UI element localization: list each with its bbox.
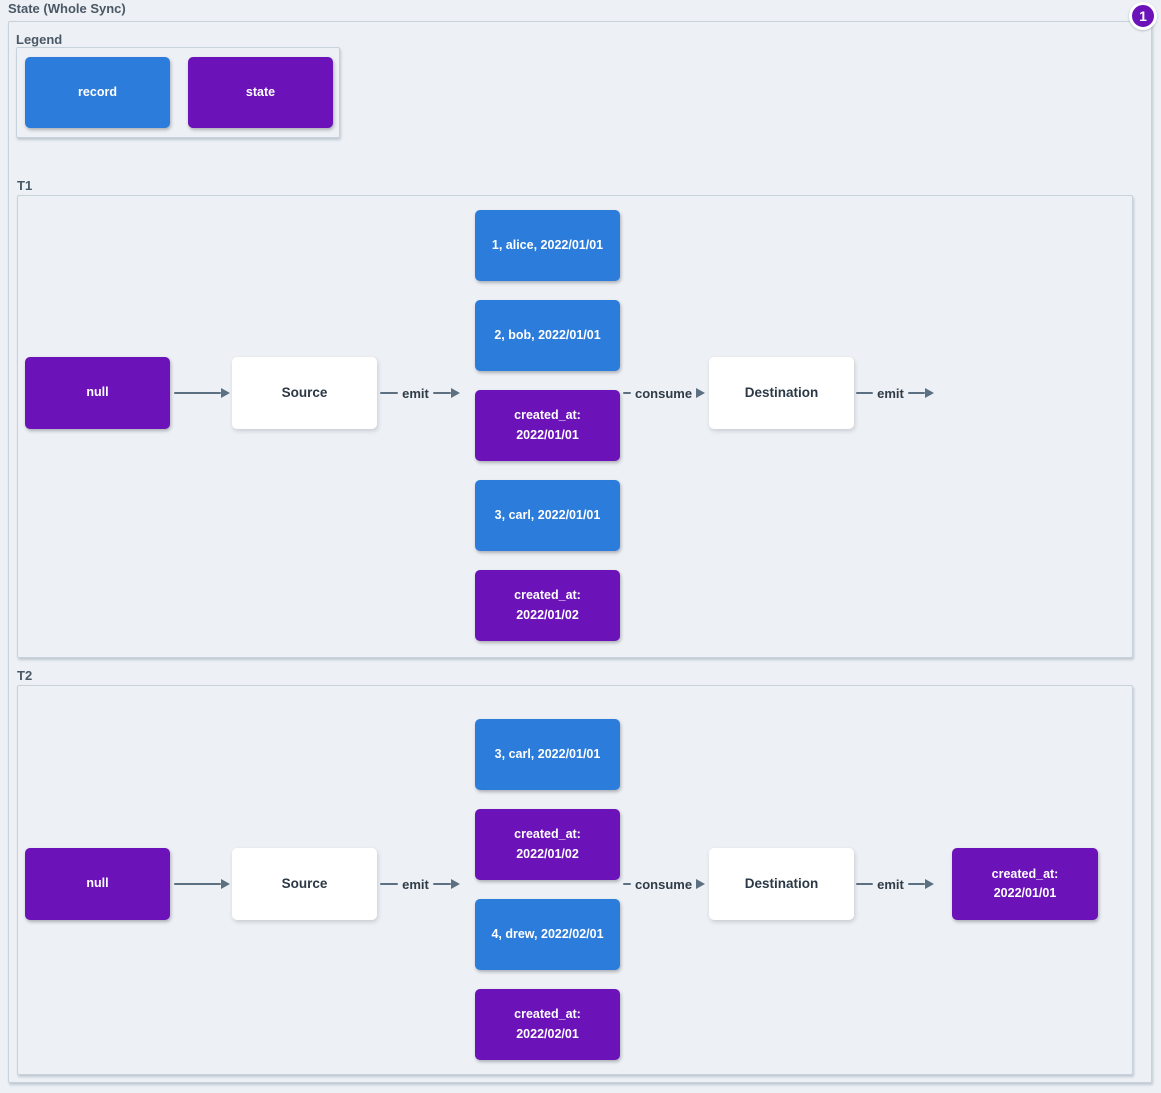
arrow-line [174, 883, 221, 885]
arrow-line [623, 883, 631, 885]
count-badge: 1 [1129, 2, 1157, 30]
arrowhead-icon [221, 879, 230, 889]
arrowhead-icon [696, 388, 706, 398]
arrow-line [432, 392, 452, 394]
t1-destination-emit-arrow: emit [856, 385, 935, 401]
section-t1-label: T1 [17, 178, 33, 193]
t2-destination-node: Destination [709, 848, 854, 920]
arrowhead-icon [925, 879, 935, 889]
t2-source-emit-arrow: emit [380, 876, 461, 892]
legend-record-node: record [25, 57, 170, 128]
t2-source-node: Source [232, 848, 377, 920]
arrowhead-icon [451, 879, 461, 889]
arrow-line [432, 883, 452, 885]
t2-consume-arrow: consume [623, 876, 706, 892]
arrowhead-icon [696, 879, 706, 889]
consume-label: consume [635, 876, 693, 892]
arrow-line [174, 392, 221, 394]
t1-null-node: null [25, 357, 170, 429]
diagram-title: State (Whole Sync) [8, 1, 126, 16]
legend-state-node: state [188, 57, 333, 128]
emit-label: emit [877, 385, 904, 401]
t1-null-to-source-arrow [174, 387, 230, 399]
arrowhead-icon [925, 388, 935, 398]
arrow-line [907, 883, 926, 885]
section-t1-container [17, 195, 1133, 658]
t2-output-node: created_at: 2022/01/01 [952, 848, 1098, 920]
t1-consume-arrow: consume [623, 385, 706, 401]
t2-null-to-source-arrow [174, 878, 230, 890]
t1-queue-node-2: 2, bob, 2022/01/01 [475, 300, 620, 371]
emit-label: emit [877, 876, 904, 892]
t2-null-node: null [25, 848, 170, 920]
t2-queue-node-3: 4, drew, 2022/02/01 [475, 899, 620, 970]
t2-destination-emit-arrow: emit [856, 876, 935, 892]
t1-queue-node-3: created_at: 2022/01/01 [475, 390, 620, 461]
legend-label: Legend [16, 32, 63, 47]
arrow-line [623, 392, 631, 394]
t2-queue-node-4: created_at: 2022/02/01 [475, 989, 620, 1060]
emit-label: emit [402, 876, 429, 892]
arrow-line [380, 883, 399, 885]
t1-destination-node: Destination [709, 357, 854, 429]
arrow-line [380, 392, 399, 394]
arrowhead-icon [451, 388, 461, 398]
t1-source-emit-arrow: emit [380, 385, 461, 401]
outer-container [8, 21, 1152, 1083]
t1-queue-node-4: 3, carl, 2022/01/01 [475, 480, 620, 551]
section-t2-container [17, 685, 1133, 1075]
consume-label: consume [635, 385, 693, 401]
emit-label: emit [402, 385, 429, 401]
arrow-line [856, 883, 874, 885]
arrow-line [907, 392, 926, 394]
t1-queue-node-5: created_at: 2022/01/02 [475, 570, 620, 641]
t1-source-node: Source [232, 357, 377, 429]
legend-container [16, 47, 340, 138]
t2-queue-node-1: 3, carl, 2022/01/01 [475, 719, 620, 790]
t1-queue-node-1: 1, alice, 2022/01/01 [475, 210, 620, 281]
arrowhead-icon [221, 388, 230, 398]
arrow-line [856, 392, 874, 394]
section-t2-label: T2 [17, 668, 33, 683]
t2-queue-node-2: created_at: 2022/01/02 [475, 809, 620, 880]
